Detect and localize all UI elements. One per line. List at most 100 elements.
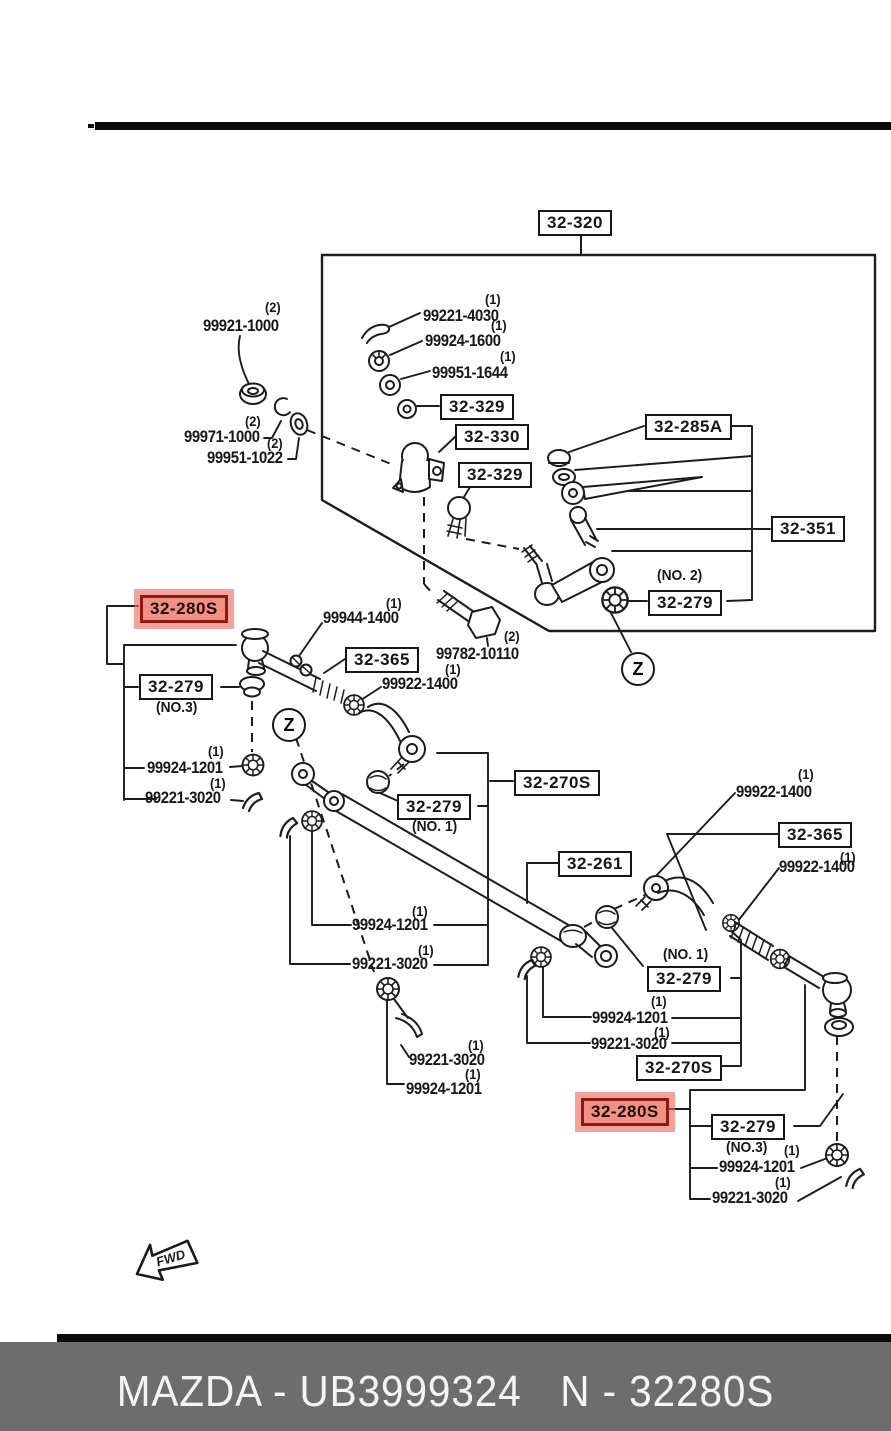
clamp-99944 (289, 654, 313, 677)
part-number[interactable]: 99971-1000 (184, 428, 260, 446)
part-number[interactable]: 99924-1201 (592, 1009, 668, 1027)
quantity-count: (2) (267, 436, 283, 451)
part-ref-box[interactable]: 32-279 (711, 1114, 785, 1140)
part-number[interactable]: 99924-1201 (147, 759, 223, 777)
top-rule (88, 122, 891, 130)
part-ref-box[interactable]: 32-330 (455, 424, 529, 450)
part-ref-box[interactable]: 32-279 (648, 590, 722, 616)
nut-99921 (239, 382, 267, 405)
part-number[interactable]: 99924-1201 (406, 1080, 482, 1098)
arm-32-285A (561, 476, 703, 505)
center-link-32-261 (323, 790, 618, 968)
position-note: (NO. 2) (657, 567, 703, 584)
quantity-count: (1) (840, 850, 856, 865)
part-number[interactable]: 99951-1022 (207, 449, 283, 467)
part-ref-box[interactable]: 32-285A (645, 414, 732, 440)
quantity-count: (1) (465, 1067, 481, 1082)
quantity-count: (1) (500, 349, 516, 364)
seal-stack-32-279-left (239, 676, 265, 698)
pin-32-351 (569, 506, 599, 548)
part-ref-box[interactable]: 32-329 (458, 462, 532, 488)
inner-socket-left (291, 762, 332, 800)
part-number[interactable]: 99951-1644 (432, 364, 508, 382)
part-number[interactable]: 99221-3020 (352, 955, 428, 973)
position-note: (NO.3) (156, 699, 198, 716)
quantity-count: (2) (245, 414, 261, 429)
ball-stud-32-329 (446, 496, 471, 539)
footer-part-code: N - 32280S (560, 1367, 775, 1416)
part-ref-box[interactable]: 32-365 (345, 647, 419, 673)
quantity-count: (1) (386, 596, 402, 611)
washer-99951-1022 (289, 412, 309, 436)
quantity-count: (1) (445, 662, 461, 677)
part-number[interactable]: 99221-4030 (423, 307, 499, 325)
part-number[interactable]: 99782-10110 (436, 645, 519, 663)
quantity-count: (1) (468, 1038, 484, 1053)
detail-ref-z: Z (272, 708, 306, 742)
quantity-count: (2) (265, 300, 281, 315)
part-ref-box-highlighted[interactable]: 32-280S (140, 595, 228, 623)
bolt-99782 (436, 590, 501, 639)
quantity-count: (1) (491, 318, 507, 333)
footer-caption: MAZDA - UB3999324 N - 32280S (36, 1368, 856, 1416)
fwd-arrow: FWD (135, 1239, 199, 1282)
position-note: (NO. 1) (663, 946, 709, 963)
part-ref-box[interactable]: 32-329 (440, 394, 514, 420)
part-number[interactable]: 99221-3020 (712, 1189, 788, 1207)
quantity-count: (1) (418, 943, 434, 958)
part-ref-box[interactable]: 32-279 (139, 674, 213, 700)
inner-tie-rod-right (635, 875, 714, 916)
part-number[interactable]: 99921-1000 (203, 317, 279, 335)
part-number[interactable]: 99924-1201 (719, 1158, 795, 1176)
grommet-32-279-no1-right (595, 905, 619, 929)
part-ref-box[interactable]: 32-279 (397, 794, 471, 820)
clip-99221-bottom (393, 998, 423, 1038)
inner-tie-rod-left (358, 702, 426, 774)
washer-99951-1644 (379, 374, 401, 396)
castle-nut-99924-1600 (368, 350, 390, 372)
bracket-32-330 (392, 442, 445, 493)
part-number[interactable]: 99922-1400 (779, 858, 855, 876)
part-number[interactable]: 99944-1400 (323, 609, 399, 627)
leader-lines (106, 312, 844, 1202)
quantity-count: (1) (208, 744, 224, 759)
part-number[interactable]: 99221-3020 (145, 789, 221, 807)
part-ref-box-highlighted[interactable]: 32-280S (581, 1098, 669, 1126)
quantity-count: (1) (485, 292, 501, 307)
washer-32-285A (552, 468, 576, 486)
grommet-32-279-no1 (366, 770, 390, 794)
tie-rod-end-left (241, 628, 345, 704)
part-ref-box[interactable]: 32-365 (778, 822, 852, 848)
part-number[interactable]: 99922-1400 (382, 675, 458, 693)
part-shapes (239, 323, 867, 1191)
clip-99971 (273, 397, 291, 417)
part-ref-box[interactable]: 32-270S (514, 770, 600, 796)
part-number[interactable]: 99922-1400 (736, 783, 812, 801)
detail-ref-z: Z (621, 652, 655, 686)
quantity-count: (1) (210, 776, 226, 791)
part-ref-box[interactable]: 32-351 (771, 516, 845, 542)
part-ref-box[interactable]: 32-320 (538, 210, 612, 236)
part-ref-box[interactable]: 32-261 (558, 851, 632, 877)
part-number[interactable]: 99221-3020 (591, 1035, 667, 1053)
part-ref-box[interactable]: 32-279 (647, 966, 721, 992)
quantity-count: (2) (504, 629, 520, 644)
grommet-32-329 (397, 399, 417, 419)
part-number[interactable]: 99924-1600 (425, 332, 501, 350)
part-number[interactable]: 99924-1201 (352, 916, 428, 934)
position-note: (NO.3) (726, 1139, 768, 1156)
quantity-count: (1) (651, 994, 667, 1009)
quantity-count: (1) (775, 1175, 791, 1190)
footer-bar (0, 1342, 891, 1431)
part-ref-box[interactable]: 32-270S (636, 1055, 722, 1081)
quantity-count: (1) (784, 1143, 800, 1158)
tie-rod-end-right (783, 955, 854, 1037)
part-number[interactable]: 99221-3020 (409, 1051, 485, 1069)
position-note: (NO. 1) (412, 818, 458, 835)
idler-arm-32-279-no2 (521, 544, 615, 606)
footer-brand-code: MAZDA - UB3999324 (116, 1367, 522, 1416)
sleeve-threads-right (729, 921, 774, 961)
quantity-count: (1) (654, 1025, 670, 1040)
